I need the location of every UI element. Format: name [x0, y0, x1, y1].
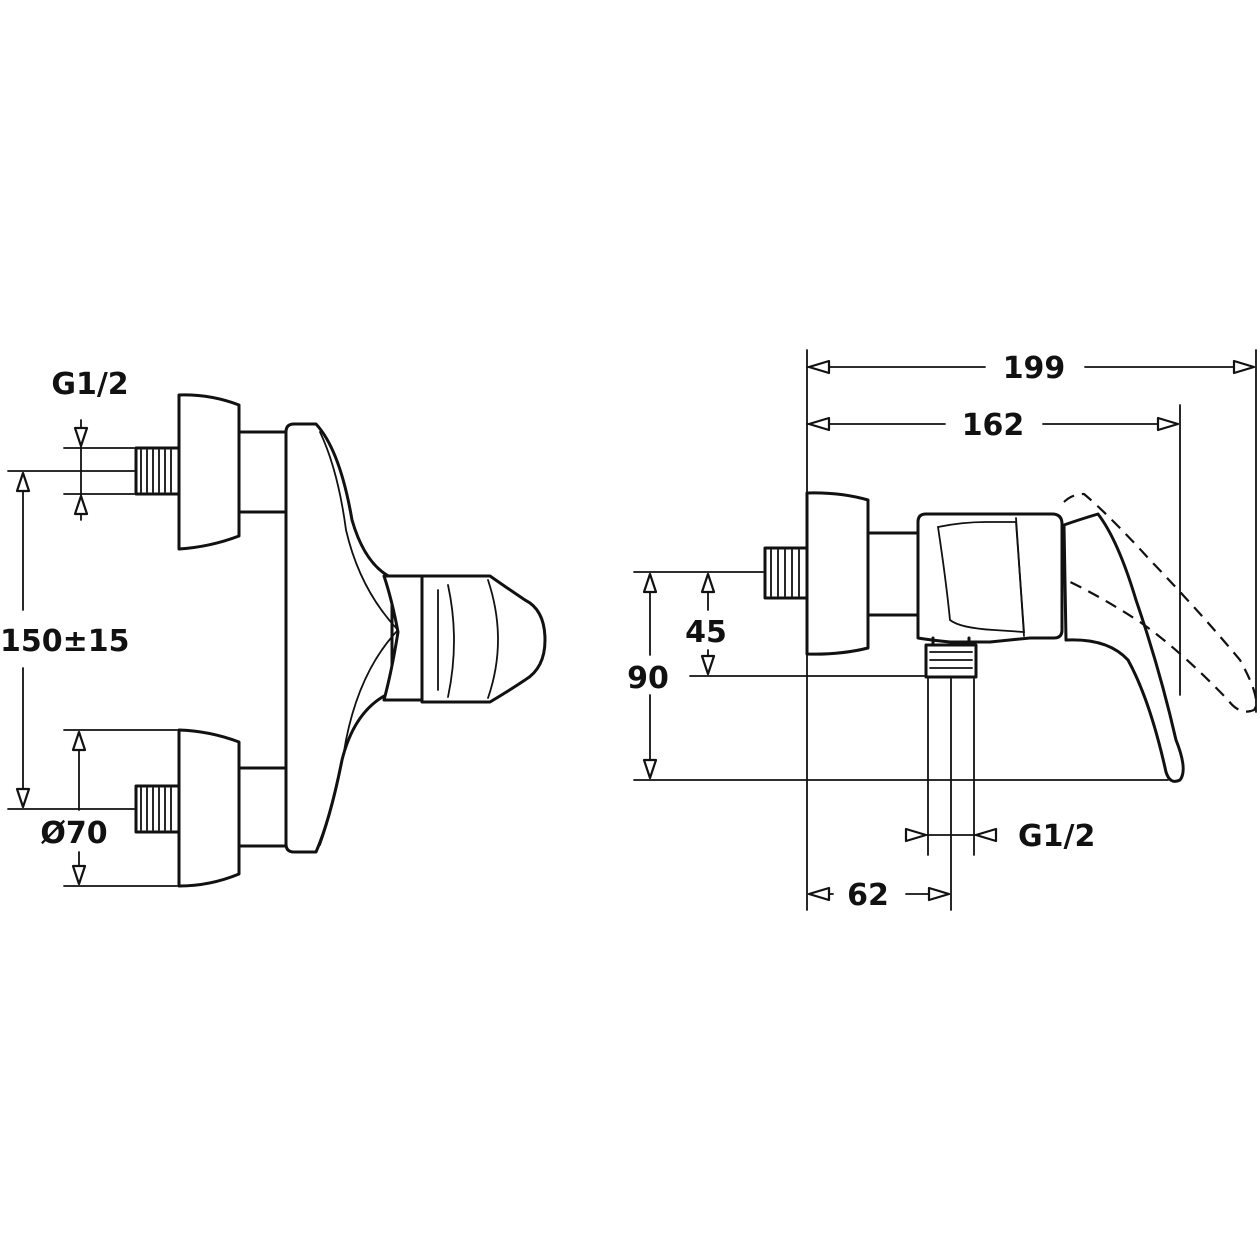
arrow-90-top	[642, 572, 658, 594]
lower-connector	[237, 766, 288, 848]
arrow-62-right	[927, 886, 951, 902]
arrow-199-left	[807, 359, 831, 375]
dim-thread-size: G1/2	[51, 367, 128, 402]
arrow-62-left	[807, 886, 831, 902]
arrow-162-left	[807, 416, 831, 432]
upper-connector	[237, 430, 288, 514]
upper-thread-lines	[140, 449, 172, 493]
side-lever	[1062, 512, 1185, 783]
dim-overall-depth: 199	[1003, 351, 1066, 386]
front-view	[134, 393, 547, 888]
side-outlet-neck	[931, 636, 971, 647]
dim-lever-depth: 162	[962, 408, 1025, 443]
dim-outlet-thread: G1/2	[1018, 819, 1095, 854]
side-thread-lines	[770, 549, 800, 597]
arrow-90-bottom	[642, 758, 658, 780]
arrow-199-right	[1232, 359, 1256, 375]
side-rosette	[805, 491, 870, 656]
handle-knob-detail	[437, 579, 499, 699]
side-view	[763, 491, 1258, 783]
lower-thread-lines	[140, 787, 172, 831]
arrow-70-top	[71, 730, 87, 752]
arrow-outlet-right	[974, 827, 998, 843]
handle-knob	[420, 574, 547, 704]
dim-rosette-diameter: Ø70	[40, 816, 107, 851]
arrow-45-bottom	[700, 654, 716, 676]
arrow-45-top	[700, 572, 716, 594]
dim-outlet-offset-total: 90	[627, 661, 669, 696]
arrow-outlet-left	[904, 827, 928, 843]
side-outlet	[924, 643, 978, 679]
side-dimensions: 199 162 45 90 G1/2	[627, 349, 1257, 913]
front-dimensions: G1/2 150±15 Ø70	[0, 367, 178, 887]
dim-centre-distance: 150±15	[0, 624, 130, 659]
arrow-162-right	[1156, 416, 1180, 432]
side-body-recess	[936, 521, 1025, 633]
arrow-150-top	[15, 471, 31, 493]
side-body	[916, 512, 1064, 644]
arrow-150-bottom	[15, 787, 31, 809]
dim-outlet-projection: 62	[847, 878, 889, 913]
side-connector	[866, 531, 920, 617]
lower-threaded-inlet	[134, 784, 181, 834]
arrow-g12-bottom	[73, 494, 89, 516]
side-lever-dashed	[1063, 492, 1258, 713]
handle-neck	[382, 574, 424, 702]
upper-threaded-inlet	[134, 446, 181, 496]
lower-rosette	[177, 728, 241, 888]
upper-rosette	[177, 393, 241, 551]
arrow-g12-top	[73, 426, 89, 448]
dim-outlet-offset-upper: 45	[685, 615, 727, 650]
arrow-70-bottom	[71, 864, 87, 886]
